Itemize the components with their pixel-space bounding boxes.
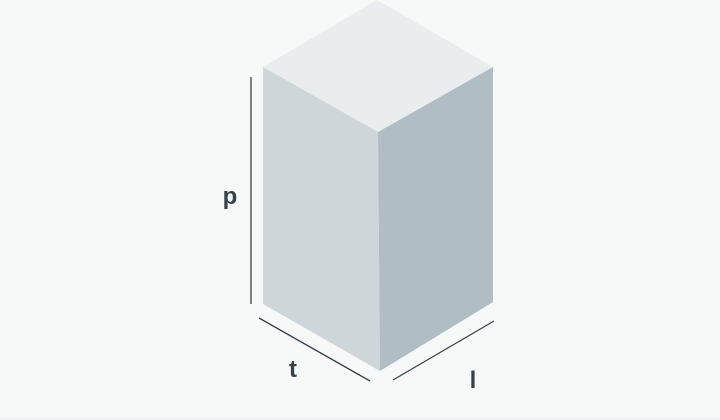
height-label: p: [223, 183, 238, 210]
bottom-divider: [0, 418, 720, 420]
length-label: l: [470, 367, 477, 394]
width-dimension-line: [258, 317, 371, 382]
width-label: t: [289, 356, 297, 383]
length-dimension-line: [392, 320, 495, 381]
cuboid-right-face: [378, 67, 493, 371]
cuboid-left-face: [263, 67, 380, 371]
cuboid-top-face: [263, 0, 493, 132]
